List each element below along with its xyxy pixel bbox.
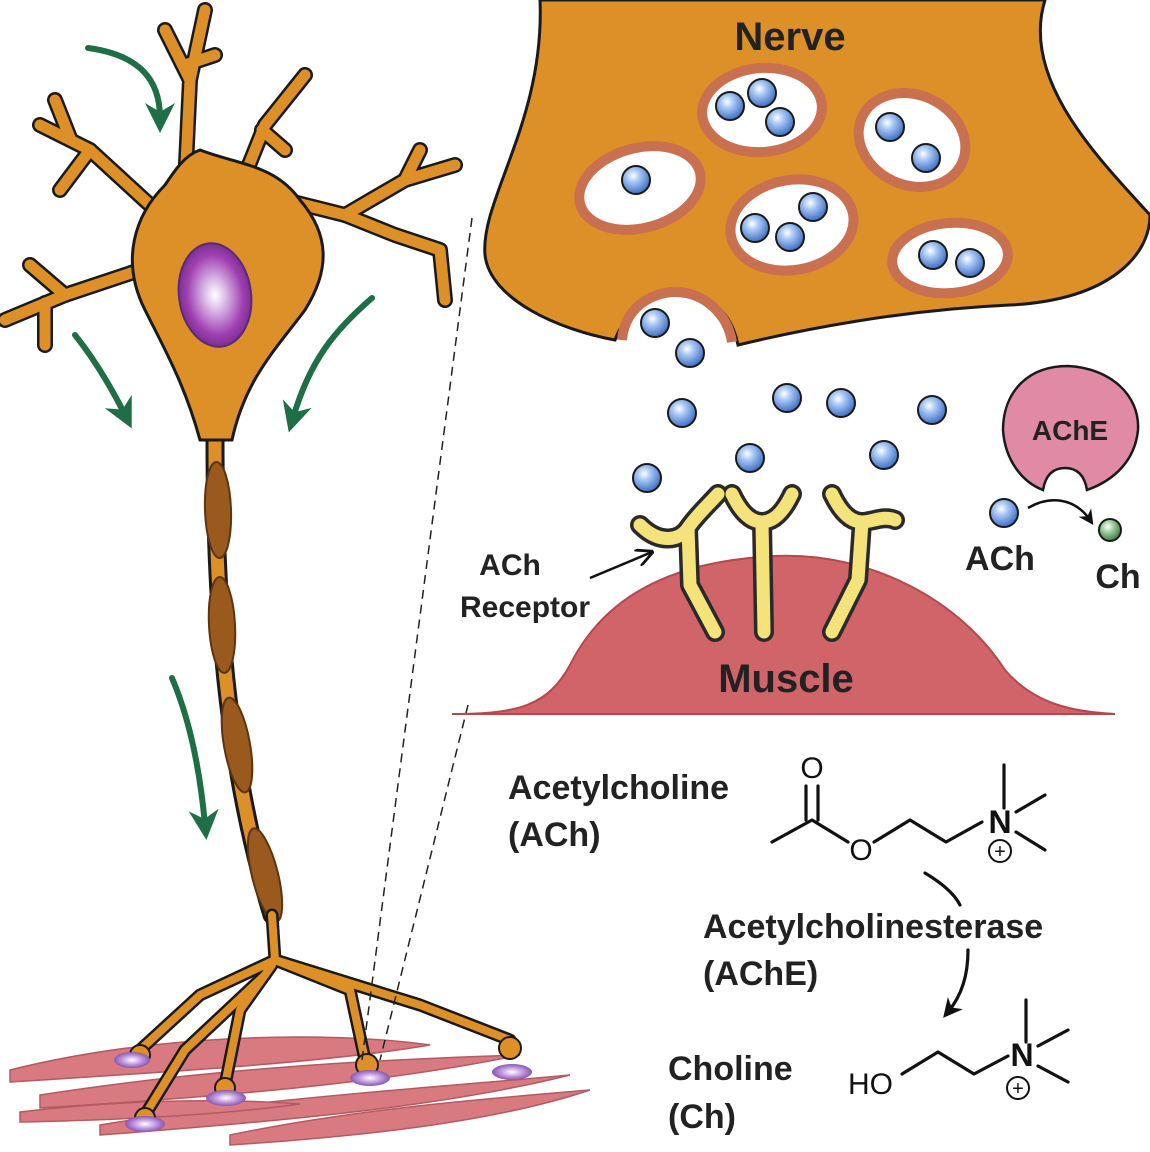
ach-receptors [630,484,905,642]
acetylcholine-structure: O O N + [770,752,1047,867]
ach-molecule [765,107,795,137]
receptor-pointer-arrow [589,552,652,580]
ach-molecule [675,338,705,368]
ach-molecule [875,112,905,142]
flow-arrow [85,45,175,133]
muscle-body [451,554,1116,715]
ach-molecules [621,78,985,493]
ach-molecule [747,78,777,108]
ach-molecule [740,213,770,243]
ache-reaction: AChE ACh Ch [965,364,1141,596]
ach-molecule [911,143,941,173]
myelin-sheath [203,461,284,923]
ach-receptor-label-line2: Receptor [460,591,590,624]
ach-small-label: ACh [965,540,1035,578]
flow-arrow [282,295,375,433]
ach-substrate [989,498,1019,528]
ach-molecule [869,440,899,470]
atom-oxygen-ester: O [849,834,872,867]
ache-label: AChE [1032,415,1108,446]
acetylcholine-abbr: (ACh) [508,816,601,854]
acetylcholine-name: Acetylcholine [508,769,729,807]
muscle-cell: Muscle [451,554,1116,715]
ach-molecule [632,463,662,493]
choline-product [1098,518,1122,542]
ache-enzyme [1001,364,1140,492]
muscle-label: Muscle [718,657,854,701]
ach-molecule [826,388,856,418]
signal-flow-arrows [72,45,375,840]
nerve-terminal: Nerve [483,0,1150,347]
enzyme-name: Acetylcholinesterase [703,908,1043,946]
choline-name: Choline [668,1050,793,1088]
muscle-fibers [9,1036,591,1146]
atom-nitrogen-choline: N [1010,1037,1033,1073]
neuron [0,2,532,1132]
positive-charge-ring [988,839,1012,863]
ach-molecule [621,165,651,195]
zoom-lines [361,217,473,1061]
nerve-label: Nerve [734,15,845,59]
nucleus [177,242,253,348]
choline-structure: HO N + [848,998,1070,1101]
ach-molecule [918,240,948,270]
flow-arrow [169,675,219,840]
ach-molecule [715,91,745,121]
ach-molecule [735,443,765,473]
choline-abbr: (Ch) [668,1098,736,1136]
fusing-vesicle [617,286,737,344]
atom-oxygen-carbonyl: O [800,752,823,785]
axon-terminals [133,908,517,1122]
ach-molecule [640,308,670,338]
positive-charge-choline: + [1012,1078,1024,1100]
atom-hydroxyl: HO [848,1068,893,1101]
reaction-arrow [1027,499,1094,525]
ach-molecule [772,383,802,413]
ach-molecule [798,192,828,222]
ch-small-label: Ch [1095,558,1140,596]
synaptic-vesicles [574,62,1013,299]
ach-molecule [917,395,947,425]
enzyme-conversion-arrow [943,948,970,1018]
enzyme-curve-top [923,871,962,907]
ach-receptor-callout: ACh Receptor [460,549,652,624]
positive-charge: + [994,841,1006,863]
ach-molecule [667,398,697,428]
chemistry-section: Acetylcholine (ACh) O O N + Acetylcholin… [508,752,1070,1136]
enzyme-abbr: (AChE) [703,955,818,993]
synaptic-pads [114,1052,532,1132]
ach-receptor-label-line1: ACh [479,549,541,582]
ach-molecule [775,222,805,252]
positive-charge-ring-choline [1006,1076,1030,1100]
ach-molecule [955,248,985,278]
atom-nitrogen: N [988,804,1011,840]
flow-arrow [72,332,132,429]
dendrites [0,2,463,353]
